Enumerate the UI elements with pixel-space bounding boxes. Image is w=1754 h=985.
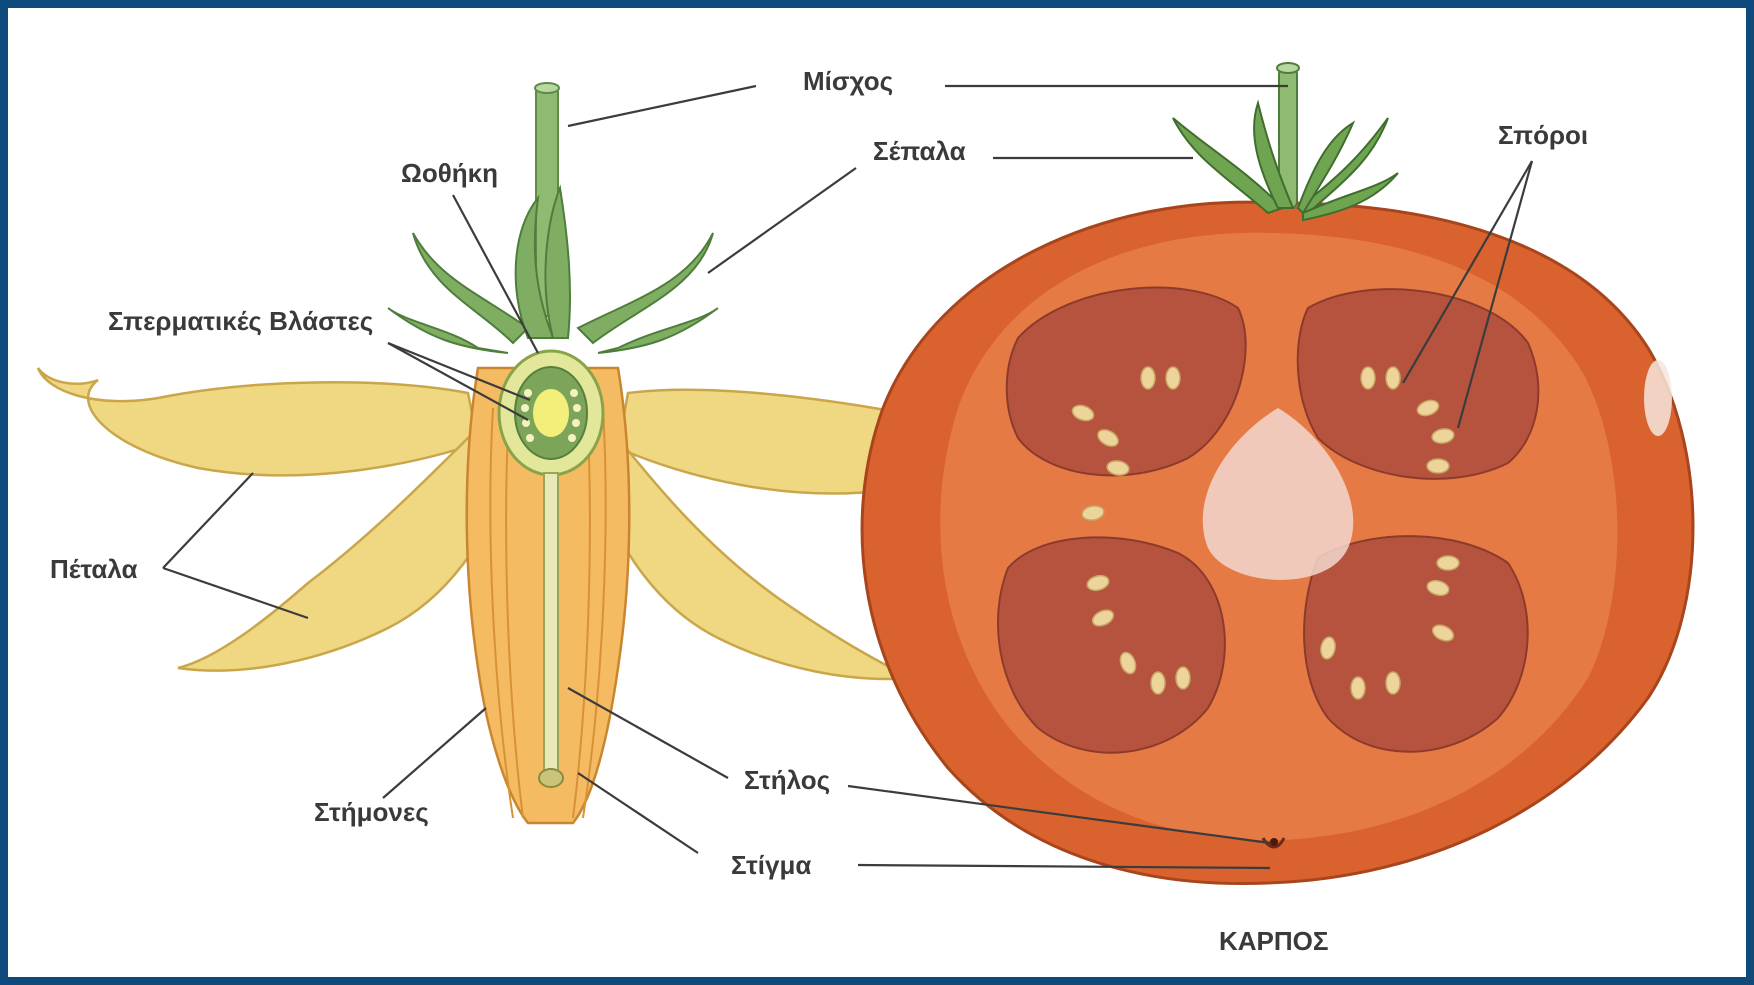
tomato-fruit-illustration <box>862 63 1693 884</box>
label-stigma: Στίγμα <box>731 850 811 880</box>
label-fruit: ΚΑΡΠΟΣ <box>1219 926 1329 956</box>
label-seeds: Σπόροι <box>1498 120 1588 150</box>
label-ovary: Ωοθήκη <box>401 158 498 188</box>
label-style: Στήλος <box>744 765 830 795</box>
label-ovules: Σπερματικές Βλάστες <box>108 306 373 336</box>
label-sepals: Σέπαλα <box>873 136 966 166</box>
tomato-flower-and-fruit-diagram: Μίσχος Σέπαλα Σπόροι Ωοθήκη Σπερματικές … <box>8 8 1746 977</box>
label-petals: Πέταλα <box>50 554 138 584</box>
petal-left-upper <box>38 368 478 475</box>
label-stem: Μίσχος <box>803 66 893 96</box>
diagram-frame: Μίσχος Σέπαλα Σπόροι Ωοθήκη Σπερματικές … <box>8 8 1746 977</box>
flower-sepals <box>388 188 718 353</box>
label-stamens: Στήμονες <box>314 797 429 827</box>
